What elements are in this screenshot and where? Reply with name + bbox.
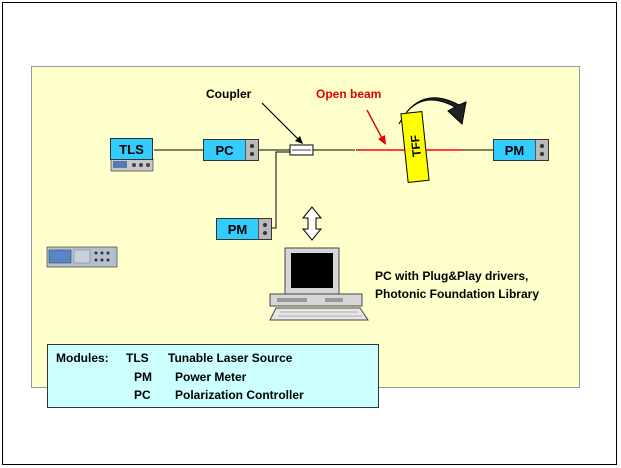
- tls-module: TLS: [110, 138, 153, 160]
- pc-ports: [245, 140, 258, 160]
- legend-desc-tls: Tunable Laser Source: [168, 351, 293, 365]
- pm-bottom-label: PM: [227, 221, 248, 237]
- pc-caption-line2: Photonic Foundation Library: [375, 287, 539, 301]
- fiber-coupler-pm: [272, 151, 290, 229]
- pm-right-ports: [535, 140, 548, 160]
- legend-code-pm: PM: [134, 370, 152, 384]
- pc-module: PC: [203, 139, 259, 161]
- open-beam-label: Open beam: [316, 87, 382, 101]
- tls-label: TLS: [119, 141, 144, 157]
- pc-label: PC: [215, 142, 234, 158]
- rotation-arrow-icon: [398, 97, 467, 125]
- pm-bottom-module: PM: [216, 218, 272, 240]
- tls-instrument: [110, 158, 154, 172]
- tff-label: TFF: [407, 134, 425, 158]
- coupler-label: Coupler: [206, 87, 252, 101]
- pm-right-label: PM: [504, 142, 525, 158]
- diagram-panel: [31, 66, 580, 388]
- modules-legend: Modules: TLS Tunable Laser Source PM Pow…: [47, 344, 379, 408]
- legend-code-pc: PC: [134, 388, 151, 402]
- legend-desc-pm: Power Meter: [175, 370, 247, 384]
- bidirectional-arrow-icon: [301, 206, 323, 241]
- pc-computer-icon: [269, 247, 369, 321]
- legend-heading: Modules:: [56, 351, 109, 365]
- coupler-pointer: [261, 102, 301, 142]
- coupler: [289, 144, 314, 156]
- pc-caption-line1: PC with Plug&Play drivers,: [375, 269, 529, 283]
- pm-right-module: PM: [493, 139, 549, 161]
- pm-bottom-ports: [258, 219, 271, 239]
- legend-code-tls: TLS: [126, 351, 149, 365]
- open-beam-pointer: [366, 109, 384, 141]
- mainframe-instrument-icon: [46, 246, 118, 268]
- legend-desc-pc: Polarization Controller: [175, 388, 304, 402]
